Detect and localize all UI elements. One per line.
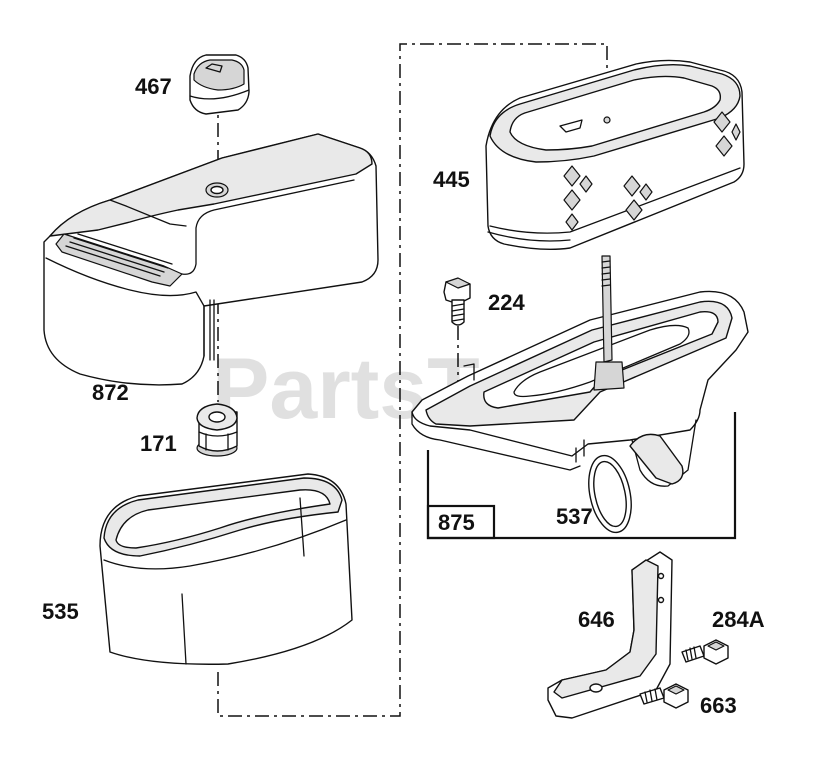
air-cleaner-cover-icon bbox=[43, 133, 379, 386]
label-284A: 284A bbox=[712, 607, 765, 632]
label-872: 872 bbox=[92, 380, 129, 405]
bracket-icon bbox=[547, 551, 673, 719]
part-labels: 467 872 171 535 445 224 875 537 646 284A… bbox=[42, 74, 765, 718]
grommet-icon bbox=[196, 403, 238, 457]
label-646: 646 bbox=[578, 607, 615, 632]
air-filter-cartridge-icon bbox=[485, 59, 745, 251]
screw-icon bbox=[681, 639, 729, 665]
seal-ring-icon bbox=[588, 454, 632, 534]
label-875: 875 bbox=[438, 510, 475, 535]
label-224: 224 bbox=[488, 290, 525, 315]
label-467: 467 bbox=[135, 74, 172, 99]
base-callout-frame bbox=[426, 412, 737, 540]
label-663: 663 bbox=[700, 693, 737, 718]
filter-pleat-pattern bbox=[563, 111, 741, 231]
label-445: 445 bbox=[433, 167, 470, 192]
screw-icon bbox=[443, 277, 471, 326]
knob-icon bbox=[189, 54, 250, 115]
pre-cleaner-icon bbox=[99, 473, 353, 665]
label-537: 537 bbox=[556, 504, 593, 529]
air-cleaner-base-icon bbox=[411, 255, 749, 487]
screw-icon bbox=[639, 683, 689, 709]
label-535: 535 bbox=[42, 599, 79, 624]
label-171: 171 bbox=[140, 431, 177, 456]
